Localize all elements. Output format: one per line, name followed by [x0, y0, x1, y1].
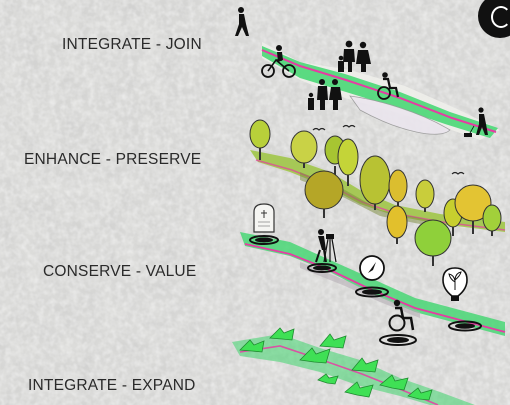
tree-icon [415, 179, 435, 212]
compass-icon [355, 255, 389, 298]
layer-label-integrate-join: INTEGRATE - JOIN [62, 36, 202, 53]
layer-enhance-preserve [249, 119, 506, 266]
lightbulb-leaf-icon [442, 267, 482, 332]
arrow-icon [269, 327, 295, 341]
family-icon [308, 79, 342, 110]
dog-walker-icon [464, 107, 488, 137]
arrow-icon [319, 333, 347, 349]
arrow-icon [317, 373, 339, 385]
gravestone-icon [249, 203, 279, 245]
layer-label-conserve-value: CONSERVE - VALUE [43, 263, 197, 280]
arrow-icon [351, 357, 379, 373]
arrow-icon [239, 339, 265, 353]
tree-icon [337, 138, 359, 186]
pink-path-line [239, 345, 439, 405]
arrow-icon [407, 387, 433, 401]
layer-label-integrate-expand: INTEGRATE - EXPAND [28, 377, 196, 394]
cyclist-icon [261, 45, 296, 78]
tree-icon [454, 184, 492, 234]
tree-icon [482, 204, 502, 236]
arrow-icon [379, 374, 409, 391]
tree-icon [388, 169, 408, 208]
logo-ring-icon [491, 6, 510, 28]
bird-icon [312, 127, 326, 131]
layer-integrate-expand [232, 327, 475, 405]
walking-person-icon [235, 7, 249, 36]
photographer-icon [307, 229, 337, 273]
wheelchair-icon [379, 299, 417, 346]
path-curve-plane [349, 95, 451, 135]
layer-label-enhance-preserve: ENHANCE - PRESERVE [24, 151, 202, 168]
tree-icon [249, 119, 271, 160]
family-icon [338, 40, 371, 72]
tree-icon [304, 170, 344, 218]
tree-icon [414, 219, 452, 266]
green-strip [240, 232, 505, 336]
layer-integrate-join [235, 7, 500, 140]
lime-strip [250, 150, 505, 232]
bird-icon [451, 171, 465, 175]
tree-icon [386, 205, 408, 244]
layer-conserve-value [240, 203, 506, 346]
bird-icon [342, 124, 356, 128]
tree-icon [290, 130, 318, 168]
wheelchair-icon [377, 72, 400, 100]
arrow-icon [344, 381, 374, 398]
arrow-icon [299, 347, 331, 364]
pink-path-line [261, 49, 497, 133]
